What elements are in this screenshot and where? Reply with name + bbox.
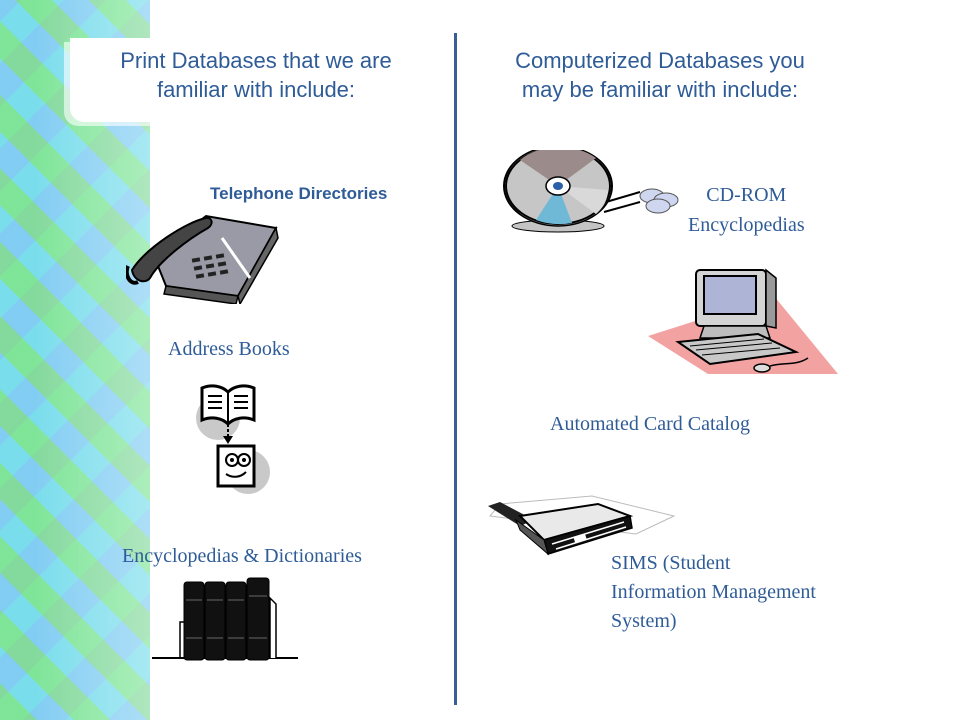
cd-rom-icon — [503, 150, 679, 233]
telephone-icon — [126, 214, 279, 304]
printer-scanner-icon — [488, 495, 676, 556]
cd-rom-encyclopedias-label: CD-ROM Encyclopedias — [688, 184, 805, 236]
encyclopedias-dictionaries-label: Encyclopedias & Dictionaries — [122, 545, 362, 567]
sims-label: SIMS (Student Information Management Sys… — [611, 552, 816, 632]
right-heading: Computerized Databases you may be famili… — [515, 48, 805, 102]
computer-icon — [648, 268, 838, 374]
left-heading: Print Databases that we are familiar wit… — [120, 48, 392, 102]
automated-card-catalog-label: Automated Card Catalog — [550, 413, 750, 435]
bookshelf-icon — [152, 577, 298, 661]
left-heading-box: Print Databases that we are familiar wit… — [70, 38, 442, 122]
telephone-directories-label: Telephone Directories — [210, 184, 388, 203]
right-heading-box: Computerized Databases you may be famili… — [470, 46, 850, 122]
book-lookup-icon — [196, 384, 270, 494]
column-divider — [454, 33, 457, 705]
address-books-label: Address Books — [168, 338, 290, 360]
